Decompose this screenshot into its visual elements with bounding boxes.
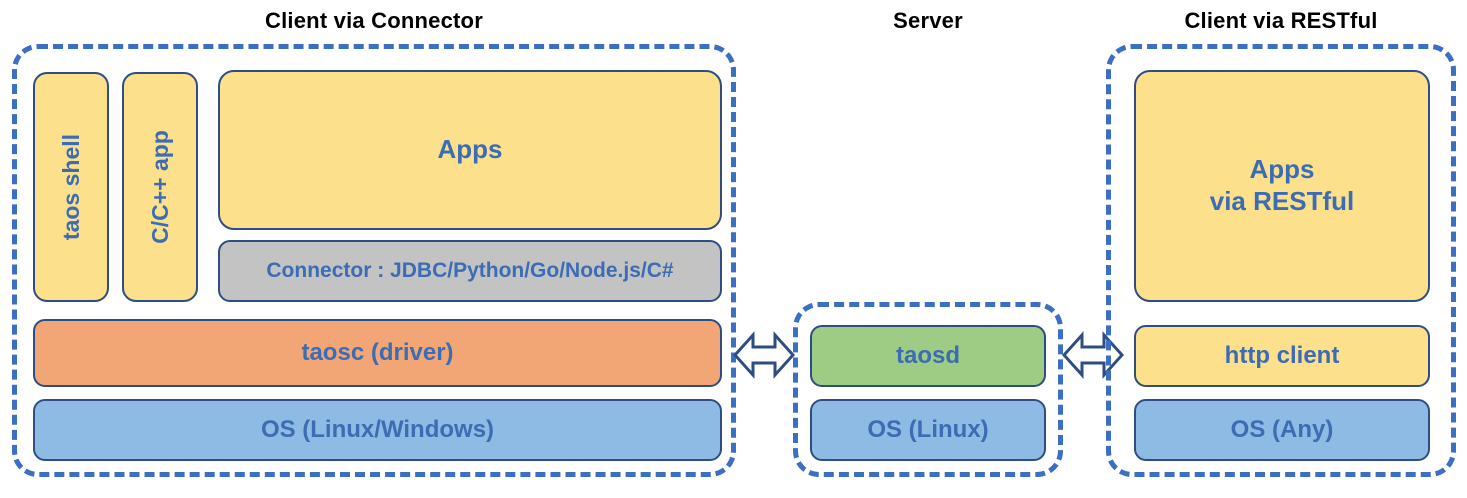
group-server [793, 302, 1063, 477]
node-os-any[interactable]: OS (Any) [1134, 399, 1430, 461]
node-http-client[interactable]: http client [1134, 325, 1430, 387]
node-taosd-label: taosd [895, 342, 960, 370]
section-title-client-connector: Client via Connector [265, 8, 483, 33]
node-connector[interactable]: Connector : JDBC/Python/Go/Node.js/C# [218, 240, 722, 302]
node-apps-restful[interactable]: Apps via RESTful [1134, 70, 1430, 302]
node-apps-connector-label: Apps [437, 134, 503, 165]
node-os-linux-windows[interactable]: OS (Linux/Windows) [33, 399, 722, 461]
node-apps-connector[interactable]: Apps [218, 70, 722, 230]
node-os-linux-label: OS (Linux) [867, 416, 989, 444]
node-os-linux-windows-label: OS (Linux/Windows) [260, 416, 495, 444]
node-apps-restful-label: Apps via RESTful [1209, 154, 1355, 216]
double-arrow-icon-left [733, 327, 795, 383]
node-c-cpp-app[interactable]: C/C++ app [122, 72, 198, 302]
node-taosc-driver-label: taosc (driver) [301, 339, 454, 367]
group-client-via-restful [1106, 44, 1456, 477]
group-client-via-connector [12, 44, 736, 477]
node-connector-label: Connector : JDBC/Python/Go/Node.js/C# [266, 259, 674, 283]
node-http-client-label: http client [1224, 342, 1340, 370]
node-taos-shell[interactable]: taos shell [33, 72, 109, 302]
node-taos-shell-label: taos shell [57, 133, 84, 241]
node-taosd[interactable]: taosd [810, 325, 1046, 387]
node-c-cpp-app-label: C/C++ app [146, 130, 173, 244]
section-title-client-restful: Client via RESTful [1184, 8, 1378, 33]
node-os-any-label: OS (Any) [1230, 416, 1334, 444]
section-title-server: Server [893, 8, 963, 33]
node-os-linux[interactable]: OS (Linux) [810, 399, 1046, 461]
node-taosc-driver[interactable]: taosc (driver) [33, 319, 722, 387]
